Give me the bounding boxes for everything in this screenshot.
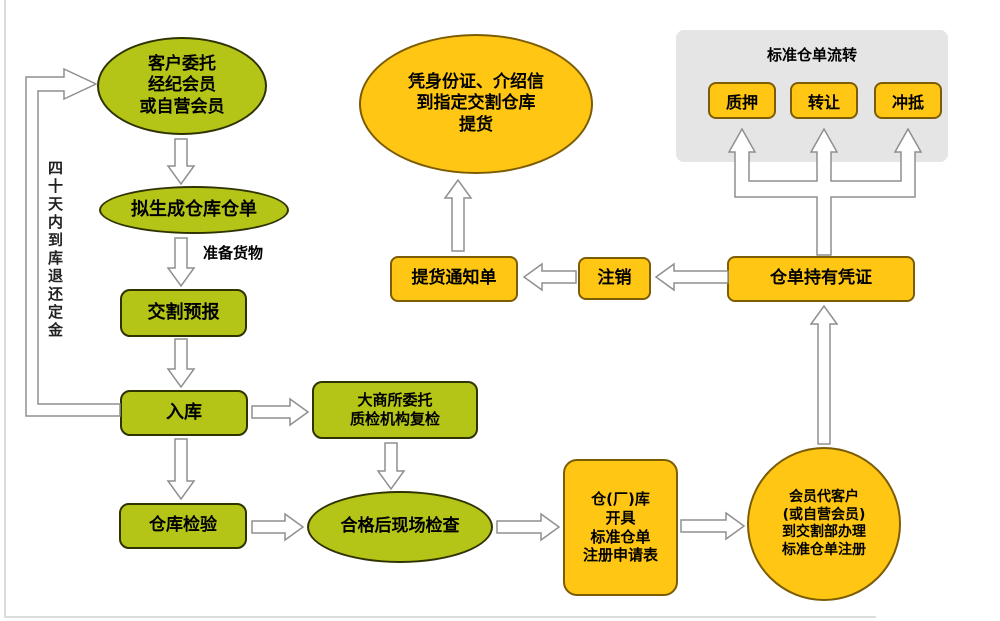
node-member-register-line: 标准仓单注册 — [782, 541, 866, 558]
page-frame-left — [4, 0, 6, 616]
node-delivery-forecast-label: 交割预报 — [147, 301, 220, 323]
node-issue-form: 仓(厂)库 开具 标准仓单 注册申请表 — [563, 459, 678, 596]
down-arrow-in-to-check-icon — [166, 438, 196, 501]
node-dce-recheck-line: 大商所委托 — [357, 391, 433, 410]
node-member-register-line: 到交割部办理 — [782, 524, 866, 540]
down-arrow-draft-to-forecast-icon — [166, 237, 196, 288]
circulation-panel: 标准仓单流转 质押 转让 冲抵 — [676, 30, 948, 162]
node-transfer: 转让 — [790, 82, 858, 119]
left-arrow-cert-to-cancel-icon — [654, 262, 729, 292]
up-arrow-notice-to-pickup-icon — [443, 178, 473, 252]
node-warehouse-in: 入库 — [120, 390, 248, 436]
node-dce-recheck: 大商所委托 质检机构复检 — [312, 381, 478, 439]
node-pickup-line: 提货 — [459, 114, 493, 135]
node-member-register-line: (或自营会员) — [782, 506, 866, 523]
node-pledge: 质押 — [708, 82, 776, 119]
node-holding-cert-label: 仓单持有凭证 — [770, 268, 872, 289]
down-arrow-forecast-to-in-icon — [166, 338, 196, 389]
node-draft-receipt-label: 拟生成仓库仓单 — [131, 198, 257, 220]
prepare-goods-label: 准备货物 — [203, 244, 264, 262]
node-delivery-forecast: 交割预报 — [120, 289, 247, 337]
node-issue-form-line: 标准仓单 — [590, 527, 651, 546]
node-onsite-check-label: 合格后现场检查 — [340, 516, 460, 537]
up-arrow-member-to-cert-icon — [809, 304, 839, 445]
right-arrow-onsite-to-form-icon — [496, 512, 561, 542]
node-issue-form-line: 开具 — [605, 508, 636, 527]
node-issue-form-line: 仓(厂)库 — [591, 490, 650, 508]
page-frame-bottom — [4, 616, 876, 618]
node-client-entrust-line: 经纪会员 — [148, 75, 216, 96]
node-warehouse-in-label: 入库 — [166, 401, 202, 423]
node-member-register: 会员代客户 (或自营会员) 到交割部办理 标准仓单注册 — [747, 447, 901, 601]
feedback-loop-arrow-icon — [25, 67, 121, 417]
left-arrow-cancel-to-notice-icon — [522, 262, 577, 292]
loop-note-label: 四十天内到库退还定金 — [46, 160, 64, 340]
node-client-entrust-line: 或自营会员 — [139, 96, 225, 117]
node-client-entrust: 客户委托 经纪会员 或自营会员 — [97, 37, 267, 135]
node-offset: 冲抵 — [874, 82, 942, 119]
node-draft-receipt: 拟生成仓库仓单 — [99, 186, 289, 234]
node-delivery-notice-label: 提货通知单 — [411, 268, 497, 289]
node-client-entrust-line: 客户委托 — [148, 54, 216, 75]
node-pickup-line: 凭身份证、介绍信 — [408, 72, 544, 93]
node-member-register-line: 会员代客户 — [789, 489, 859, 505]
node-warehouse-check: 仓库检验 — [119, 503, 247, 549]
node-pickup-line: 到指定交割仓库 — [416, 93, 536, 114]
right-arrow-in-to-dce-icon — [251, 397, 310, 427]
circulation-panel-title: 标准仓单流转 — [766, 46, 857, 64]
down-arrow-client-to-draft-icon — [166, 138, 196, 186]
node-issue-form-line: 注册申请表 — [582, 546, 658, 565]
node-delivery-notice: 提货通知单 — [390, 256, 518, 302]
right-arrow-check-to-onsite-icon — [251, 512, 305, 542]
node-onsite-check: 合格后现场检查 — [307, 491, 493, 563]
down-arrow-dce-to-onsite-icon — [376, 442, 406, 491]
right-arrow-form-to-member-icon — [680, 511, 746, 541]
node-dce-recheck-line: 质检机构复检 — [349, 410, 440, 428]
node-cancel: 注销 — [578, 257, 651, 300]
node-holding-cert: 仓单持有凭证 — [727, 256, 915, 302]
node-pickup: 凭身份证、介绍信 到指定交割仓库 提货 — [359, 34, 593, 174]
node-cancel-label: 注销 — [597, 267, 632, 288]
node-warehouse-check-label: 仓库检验 — [149, 515, 217, 536]
